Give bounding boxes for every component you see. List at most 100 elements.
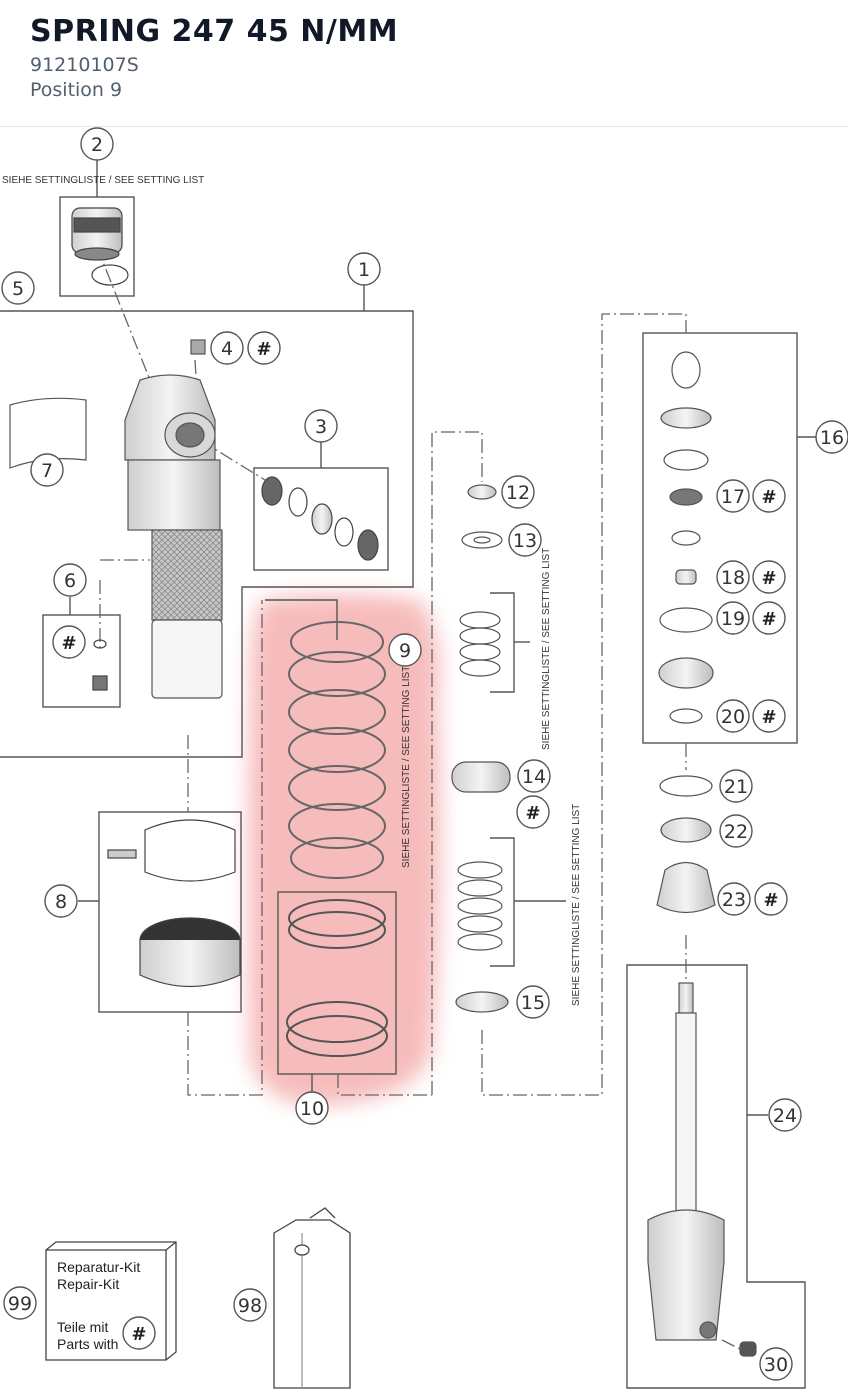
- callout-circle-9[interactable]: [388, 633, 422, 667]
- frame-part-8: [98, 811, 242, 1013]
- callout-circle-1[interactable]: [347, 252, 381, 286]
- callout-label-15: 15: [521, 992, 545, 1014]
- callout-circle-12[interactable]: [501, 475, 535, 509]
- hash-badge-label: #: [761, 568, 776, 589]
- callout-label-4: 4: [221, 338, 233, 360]
- hash-badge: [247, 331, 281, 365]
- part-24-piston-rod: [647, 982, 757, 1357]
- part-9-spring: [288, 621, 386, 879]
- callout-label-10: 10: [300, 1098, 324, 1120]
- hash-badge: [754, 882, 788, 916]
- hash-badge: [516, 795, 550, 829]
- callout-circle-22[interactable]: [719, 814, 753, 848]
- callout-label-8: 8: [55, 891, 67, 913]
- hash-badge-label: #: [131, 1324, 146, 1345]
- parts-12-15-stack: [451, 484, 511, 1013]
- hash-badge: [52, 625, 86, 659]
- callout-label-21: 21: [724, 776, 748, 798]
- frame-part-10: [277, 891, 397, 1075]
- callout-circle-19[interactable]: [716, 601, 750, 635]
- frame-part-16: [642, 332, 798, 744]
- part-3-bushing-set: [261, 476, 379, 561]
- callout-label-9: 9: [399, 640, 411, 662]
- callout-label-30: 30: [764, 1354, 788, 1376]
- kit-text-3: Teile mit: [57, 1319, 108, 1335]
- part-2-valve: [71, 207, 129, 286]
- callout-circle-7[interactable]: [30, 453, 64, 487]
- callout-circle-24[interactable]: [768, 1098, 802, 1132]
- callout-circle-3[interactable]: [304, 409, 338, 443]
- callout-circle-20[interactable]: [716, 699, 750, 733]
- callout-label-20: 20: [721, 706, 745, 728]
- kit-text-4: Parts with: [57, 1336, 118, 1352]
- callout-circle-18[interactable]: [716, 560, 750, 594]
- hash-badge: [752, 560, 786, 594]
- highlight-area: [248, 594, 441, 1106]
- callout-circle-10[interactable]: [295, 1091, 329, 1125]
- hash-badge-label: #: [763, 890, 778, 911]
- callout-label-7: 7: [41, 460, 53, 482]
- callout-label-14: 14: [522, 766, 546, 788]
- callout-label-23: 23: [722, 889, 746, 911]
- header-divider: [0, 126, 848, 127]
- frame-part-24: [626, 964, 806, 1389]
- callout-circle-17[interactable]: [716, 479, 750, 513]
- exploded-parts-diagram: SIEHE SETTINGLISTE / SEE SETTING LIST SI…: [0, 127, 848, 1389]
- callout-label-6: 6: [64, 570, 76, 592]
- callout-label-3: 3: [315, 416, 327, 438]
- callout-circle-6[interactable]: [53, 563, 87, 597]
- hash-badge-label: #: [61, 633, 76, 654]
- callout-circle-13[interactable]: [508, 523, 542, 557]
- frame-part-6: [42, 614, 121, 708]
- hash-badge-label: #: [761, 487, 776, 508]
- part-6-valve: [92, 639, 108, 691]
- setting-note-part-2: SIEHE SETTINGLISTE / SEE SETTING LIST: [2, 175, 204, 186]
- callout-label-98: 98: [238, 1295, 262, 1317]
- callout-label-19: 19: [721, 608, 745, 630]
- hash-badge: [752, 699, 786, 733]
- callout-label-12: 12: [506, 482, 530, 504]
- part-number: 91210107S: [30, 54, 139, 76]
- callout-circle-23[interactable]: [717, 882, 751, 916]
- hash-badge-label: #: [525, 803, 540, 824]
- callout-label-1: 1: [358, 259, 370, 281]
- callout-circle-4[interactable]: [210, 331, 244, 365]
- callout-circle-14[interactable]: [517, 759, 551, 793]
- callout-label-17: 17: [721, 486, 745, 508]
- callout-label-13: 13: [513, 530, 537, 552]
- callout-circle-30[interactable]: [759, 1347, 793, 1381]
- callout-label-22: 22: [724, 821, 748, 843]
- callout-circle-21[interactable]: [719, 769, 753, 803]
- setting-note-spring: SIEHE SETTINGLISTE / SEE SETTING LIST: [401, 666, 412, 868]
- part-1-shock-body: [124, 339, 223, 699]
- hash-badge: [752, 601, 786, 635]
- hash-badge-label: #: [761, 609, 776, 630]
- hash-badge: [752, 479, 786, 513]
- callout-circle-8[interactable]: [44, 884, 78, 918]
- callout-circle-98[interactable]: [233, 1288, 267, 1322]
- kit-text-2: Repair-Kit: [57, 1276, 119, 1292]
- callout-label-18: 18: [721, 567, 745, 589]
- callout-label-24: 24: [773, 1105, 797, 1127]
- kit-text-1: Reparatur-Kit: [57, 1259, 140, 1275]
- callout-label-2: 2: [91, 134, 103, 156]
- callout-circle-16[interactable]: [815, 420, 848, 454]
- callout-circle-15[interactable]: [516, 985, 550, 1019]
- part-header: SPRING 247 45 N/MM 91210107S Position 9: [0, 0, 848, 126]
- part-10-spring-seats: [286, 899, 388, 1057]
- hash-badge-label: #: [761, 707, 776, 728]
- callout-label-99: 99: [8, 1293, 32, 1315]
- callout-circle-99[interactable]: [3, 1286, 37, 1320]
- frame-assembly-1: [0, 310, 414, 758]
- part-7-guard: [9, 397, 87, 469]
- hash-badge-label: #: [256, 339, 271, 360]
- part-position: Position 9: [30, 79, 123, 101]
- callout-circle-5[interactable]: [1, 271, 35, 305]
- part-98-oil-can: [273, 1207, 351, 1389]
- callout-label-16: 16: [820, 427, 844, 449]
- callout-circle-2[interactable]: [80, 127, 114, 161]
- setting-note-stack-lower: SIEHE SETTINGLISTE / SEE SETTING LIST: [571, 804, 582, 1006]
- part-8-adjuster: [107, 819, 241, 988]
- setting-note-stack-upper: SIEHE SETTINGLISTE / SEE SETTING LIST: [541, 548, 552, 750]
- part-title: SPRING 247 45 N/MM: [30, 14, 399, 49]
